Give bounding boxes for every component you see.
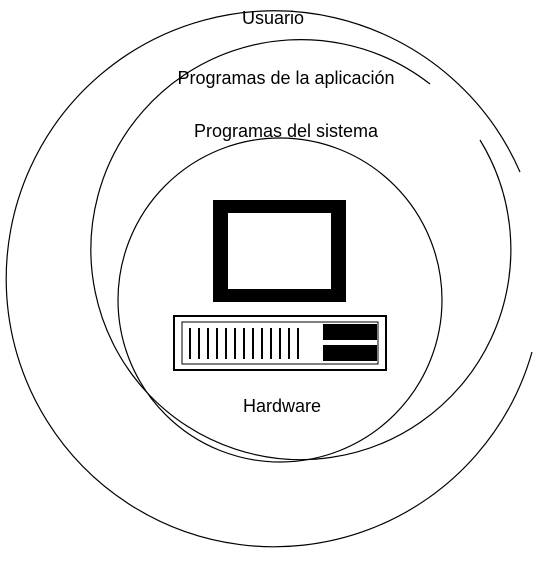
drive-bay-upper bbox=[323, 324, 377, 340]
vent-slats bbox=[189, 328, 299, 359]
user-layer-label: Usuario bbox=[242, 8, 304, 28]
system-unit-icon bbox=[173, 315, 387, 371]
hardware-layer-label: Hardware bbox=[243, 396, 321, 416]
monitor-icon bbox=[213, 200, 346, 302]
system-layer-label: Programas del sistema bbox=[194, 121, 379, 141]
system-layer-ring bbox=[117, 137, 443, 463]
drive-bay-lower bbox=[323, 345, 377, 361]
computer-icon bbox=[173, 200, 387, 371]
applications-layer-ring bbox=[90, 39, 512, 461]
applications-layer-label: Programas de la aplicación bbox=[177, 68, 394, 88]
user-layer-ring bbox=[5, 10, 533, 548]
